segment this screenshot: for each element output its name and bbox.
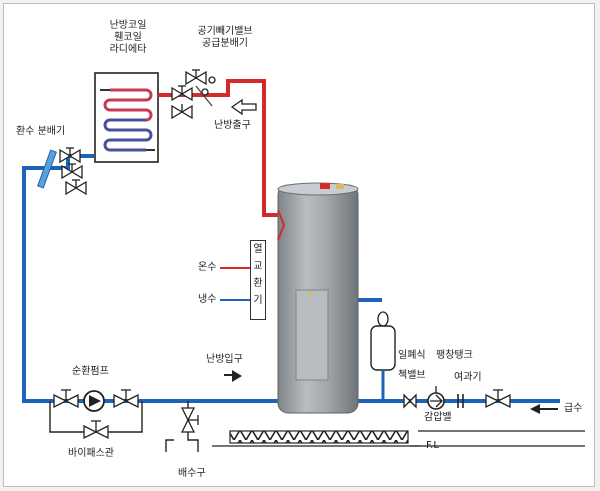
- pump-valves: [53, 389, 139, 409]
- floor-line-right: [410, 430, 585, 447]
- pressure-valve-label: 감압밸: [424, 412, 452, 423]
- hot-supply-pipe: [158, 79, 282, 217]
- radiator-label: 난방코일 휀코일 라디에타: [109, 20, 147, 55]
- radiator-valves: [59, 147, 87, 196]
- filter-label: 여과기: [454, 372, 482, 383]
- cold-water-label: 냉수: [198, 294, 217, 305]
- heating-inlet-label: 난방입구: [206, 354, 243, 365]
- circulation-pump-symbol: [83, 390, 105, 412]
- bypass-valve: [83, 420, 109, 440]
- air-vent-valves: [171, 69, 216, 120]
- exchanger-feed-lines: [220, 267, 250, 301]
- expansion-tank: [370, 311, 396, 401]
- heating-inlet-arrow: [224, 370, 242, 382]
- air-vent-label: 공기빼기밸브 공급분배기: [197, 26, 253, 49]
- floor-hatch: [229, 430, 409, 444]
- drain-valve: [180, 407, 199, 433]
- heating-outlet-arrow: [230, 98, 257, 116]
- check-valve-symbol: [403, 393, 417, 409]
- pressure-valve-symbol: [427, 386, 445, 410]
- heat-exchanger-label: 열 교 환 기: [250, 240, 266, 320]
- hot-water-label: 온수: [198, 262, 217, 273]
- circulation-pump-label: 순환펌프: [72, 366, 109, 377]
- check-valve-label: 일폐식 첵밸브: [398, 350, 426, 381]
- radiator-coil: [94, 72, 159, 163]
- supply-valve: [485, 389, 511, 409]
- return-manifold: [37, 149, 57, 189]
- bypass-pipe-label: 바이패스관: [68, 448, 114, 459]
- water-heater-tank: [277, 182, 359, 414]
- filter-symbol: [457, 394, 464, 408]
- heating-outlet-label: 난방출구: [214, 120, 251, 131]
- drain-label: 배수구: [178, 468, 206, 479]
- expansion-tank-label: 팽창탱크: [436, 350, 473, 361]
- supply-label: 급수: [564, 403, 583, 414]
- supply-arrow: [530, 404, 558, 414]
- floor-level-label: F.L: [426, 440, 439, 451]
- return-manifold-label: 환수 분배기: [16, 126, 66, 137]
